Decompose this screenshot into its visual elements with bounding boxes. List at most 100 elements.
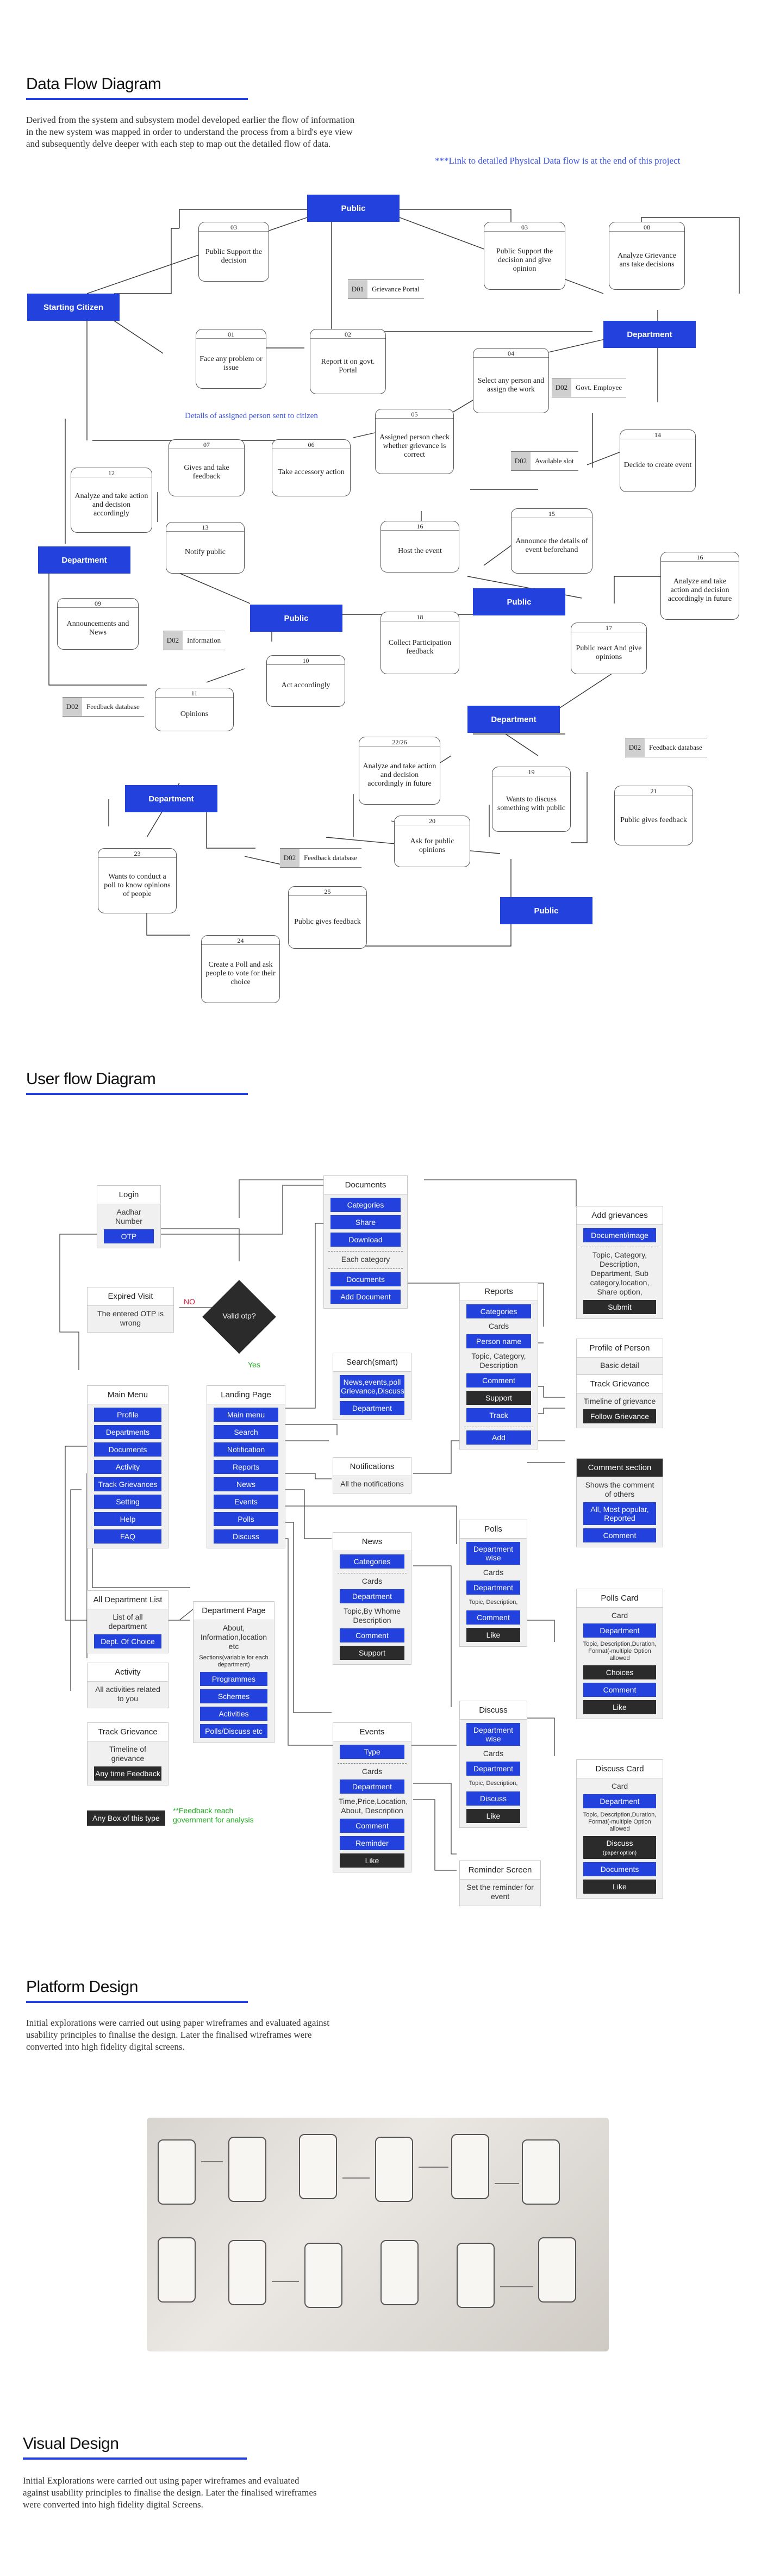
add-document-button[interactable]: Add Document [330,1290,401,1304]
comment-filter[interactable]: All, Most popular, Reported [583,1502,656,1525]
wireframe-sketch [299,2134,337,2199]
comment-button[interactable]: Comment [583,1683,656,1697]
note-assigned-person: Details of assigned person sent to citiz… [185,412,318,420]
menu-track-grievances[interactable]: Track Grievances [94,1477,161,1491]
menu-departments[interactable]: Departments [94,1425,161,1439]
department-button[interactable]: Department [340,1779,404,1794]
discuss-button[interactable]: Discuss [466,1791,520,1806]
wireframe-sketch [228,2137,266,2202]
wireframe-sketch [158,2237,196,2303]
person-name-button[interactable]: Person name [466,1334,531,1348]
department-button[interactable]: Department [583,1794,656,1808]
dept-of-choice-button[interactable]: Dept. Of Choice [94,1634,161,1648]
landing-search[interactable]: Search [214,1425,278,1439]
submit-button[interactable]: Submit [583,1300,656,1314]
menu-faq[interactable]: FAQ [94,1529,161,1544]
type-button[interactable]: Type [340,1745,404,1759]
track-button[interactable]: Track [466,1408,531,1422]
like-button[interactable]: Like [466,1628,520,1642]
menu-profile[interactable]: Profile [94,1408,161,1422]
yes-label: Yes [248,1360,260,1369]
search-scope[interactable]: News,events,poll Grievance,Discuss [340,1375,404,1398]
activities-button[interactable]: Activities [200,1707,267,1721]
department-button[interactable]: Department [466,1762,520,1776]
entity-public: Public [250,605,342,632]
any-time-feedback-button[interactable]: Any time Feedback [94,1766,161,1781]
follow-grievance-button[interactable]: Follow Grievance [583,1409,656,1423]
share-button[interactable]: Share [330,1215,401,1229]
comment-button[interactable]: Comment [340,1819,404,1833]
all-department-card: All Department List List of all departme… [87,1590,169,1653]
department-wise-button[interactable]: Department wise [466,1542,520,1565]
comment-button[interactable]: Comment [340,1628,404,1642]
otp-button[interactable]: OTP [104,1229,154,1243]
comment-button[interactable]: Comment [466,1610,520,1625]
documents-button[interactable]: Documents [583,1862,656,1876]
department-button[interactable]: Department [340,1401,404,1415]
comment-button[interactable]: Comment [583,1528,656,1542]
download-button[interactable]: Download [330,1233,401,1247]
aadhar-field[interactable]: Aadhar Number [115,1208,142,1225]
documents-button[interactable]: Documents [330,1272,401,1286]
feedback-note: **Feedback reach government for analysis [173,1806,254,1824]
like-button[interactable]: Like [583,1700,656,1714]
discuss-card-detail: Discuss Card Card Department Topic, Desc… [576,1759,663,1899]
department-wise-button[interactable]: Department wise [466,1723,520,1746]
document-image-button[interactable]: Document/image [583,1228,656,1242]
categories-button[interactable]: Categories [340,1554,404,1569]
department-button[interactable]: Department [583,1623,656,1638]
landing-main-menu[interactable]: Main menu [214,1408,278,1422]
menu-help[interactable]: Help [94,1512,161,1526]
expired-visit-card: Expired Visit The entered OTP is wrong [87,1287,174,1333]
support-button[interactable]: Support [340,1646,404,1660]
schemes-button[interactable]: Schemes [200,1689,267,1703]
choices-button[interactable]: Choices [583,1665,656,1679]
notifications-card: Notifications All the notifications [333,1457,411,1494]
landing-notification[interactable]: Notification [214,1442,278,1457]
department-button[interactable]: Department [466,1581,520,1595]
reminder-button[interactable]: Reminder [340,1836,404,1850]
like-button[interactable]: Like [466,1809,520,1823]
track-grievance-card: Track Grievance Timeline of grievance An… [87,1722,169,1785]
landing-reports[interactable]: Reports [214,1460,278,1474]
landing-events[interactable]: Events [214,1495,278,1509]
landing-news[interactable]: News [214,1477,278,1491]
landing-discuss[interactable]: Discuss [214,1529,278,1544]
like-button[interactable]: Like [340,1853,404,1868]
discuss-card: Discuss Department wise Cards Department… [459,1701,527,1828]
no-label: NO [184,1297,195,1306]
menu-activity[interactable]: Activity [94,1460,161,1474]
news-card: News Categories Cards Department Topic,B… [333,1532,411,1665]
polls-discuss-button[interactable]: Polls/Discuss etc [200,1724,267,1738]
support-button[interactable]: Support [466,1391,531,1405]
comment-button[interactable]: Comment [466,1373,531,1387]
categories-button[interactable]: Categories [330,1198,401,1212]
like-button[interactable]: Like [583,1880,656,1894]
programmes-button[interactable]: Programmes [200,1672,267,1686]
dfd-link-note[interactable]: ***Link to detailed Physical Data flow i… [435,155,681,166]
main-menu-card: Main Menu Profile Departments Documents … [87,1385,169,1548]
menu-setting[interactable]: Setting [94,1495,161,1509]
add-button[interactable]: Add [466,1430,531,1445]
landing-polls[interactable]: Polls [214,1512,278,1526]
menu-documents[interactable]: Documents [94,1442,161,1457]
discuss-button[interactable]: Discuss(paper option) [583,1836,656,1859]
platform-title: Platform Design [26,1978,138,1996]
categories-button[interactable]: Categories [466,1304,531,1318]
department-button[interactable]: Department [340,1589,404,1603]
